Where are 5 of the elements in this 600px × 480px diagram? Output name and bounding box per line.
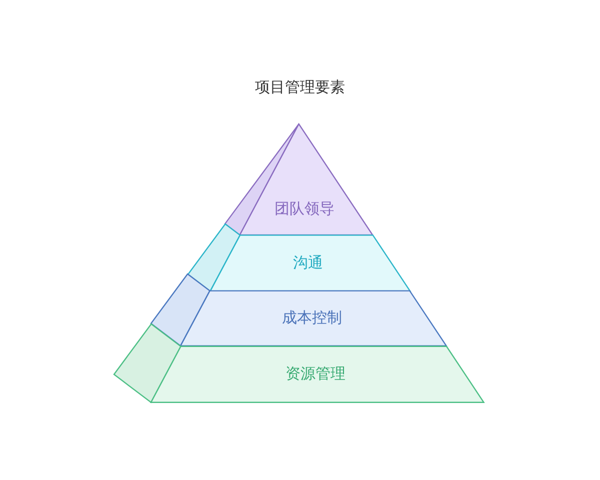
layer-label: 资源管理 [286, 364, 346, 384]
layer-label: 沟通 [293, 253, 324, 272]
diagram-title: 项目管理要素 [254, 78, 346, 97]
layer-label: 团队领导 [274, 200, 335, 218]
layer-label: 成本控制 [282, 308, 342, 328]
